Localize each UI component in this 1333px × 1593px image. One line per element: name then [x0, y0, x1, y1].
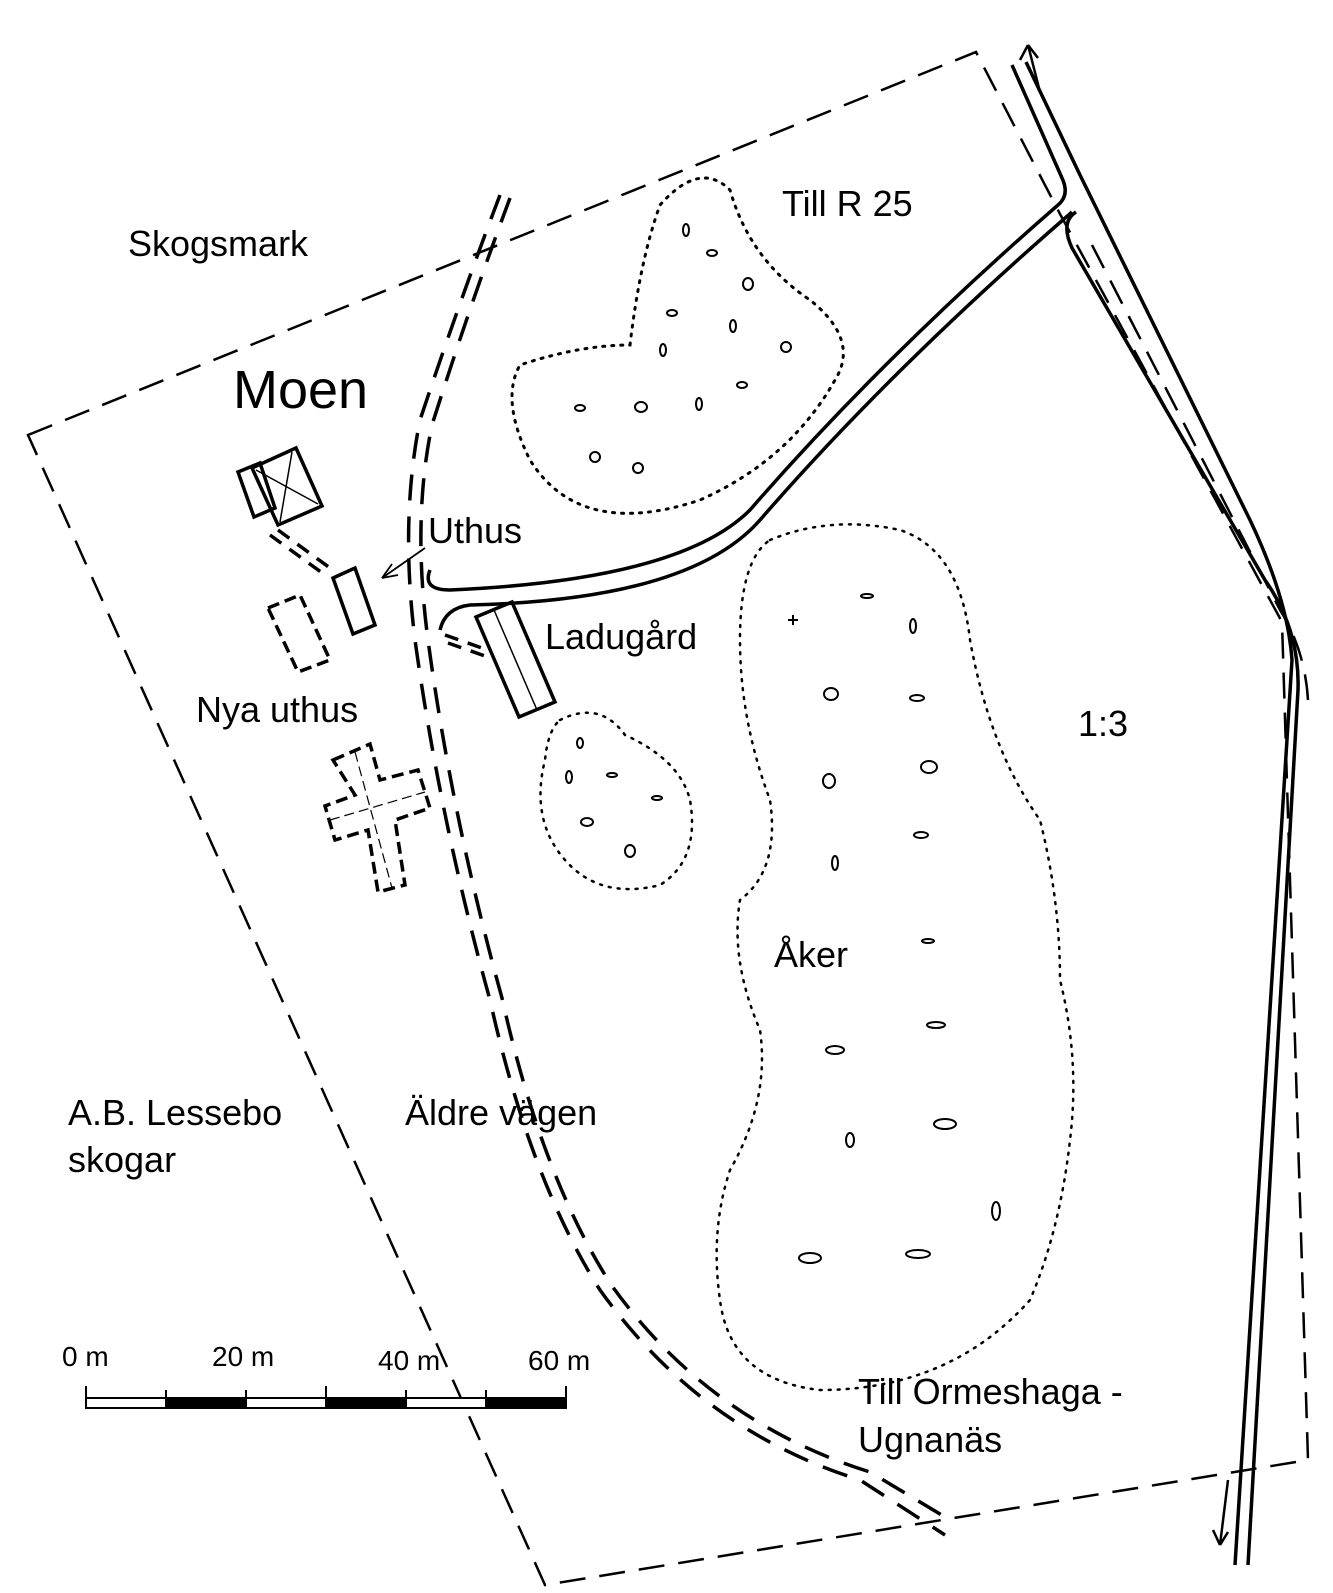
label-till-r25: Till R 25 [782, 183, 913, 224]
map-title: Moen [233, 360, 368, 420]
new-outbuilding-1 [265, 592, 333, 675]
scale-bar [85, 1386, 567, 1409]
label-scale-ratio: 1:3 [1078, 703, 1128, 744]
main-house [235, 445, 325, 528]
ladugard-building [473, 599, 558, 720]
scale-tick-40: 40 m [378, 1345, 440, 1376]
field-aker [715, 523, 1075, 1392]
label-nya-uthus: Nya uthus [196, 689, 358, 730]
road-arrows [1018, 44, 1230, 1546]
scale-tick-20: 20 m [212, 1341, 274, 1372]
stone-cross [788, 615, 798, 625]
older-road [406, 194, 951, 1537]
field-upper [510, 176, 845, 515]
label-older-road: Äldre vägen [405, 1092, 597, 1133]
property-boundary [26, 50, 1310, 1587]
label-uthus: Uthus [428, 510, 522, 551]
label-ladugard: Ladugård [545, 616, 697, 657]
stones [565, 223, 1001, 1264]
uthus-building [330, 565, 378, 637]
main-road [426, 61, 1300, 1566]
new-outbuilding-2 [322, 741, 433, 895]
label-owner-line2: skogar [68, 1139, 176, 1180]
scale-tick-0: 0 m [62, 1341, 109, 1372]
label-owner-line1: A.B. Lessebo [68, 1092, 282, 1133]
label-till-ormeshaga-line2: Ugnanäs [858, 1419, 1002, 1460]
label-till-ormeshaga-line1: Till Ormeshaga - [858, 1371, 1123, 1412]
farm-paths [268, 528, 486, 658]
road-boundary-dashed [1090, 244, 1310, 701]
field-small [539, 711, 694, 891]
scale-tick-60: 60 m [528, 1345, 590, 1376]
uthus-pointer [381, 547, 426, 579]
label-aker: Åker [774, 934, 848, 975]
label-skogsmark: Skogsmark [128, 223, 309, 264]
